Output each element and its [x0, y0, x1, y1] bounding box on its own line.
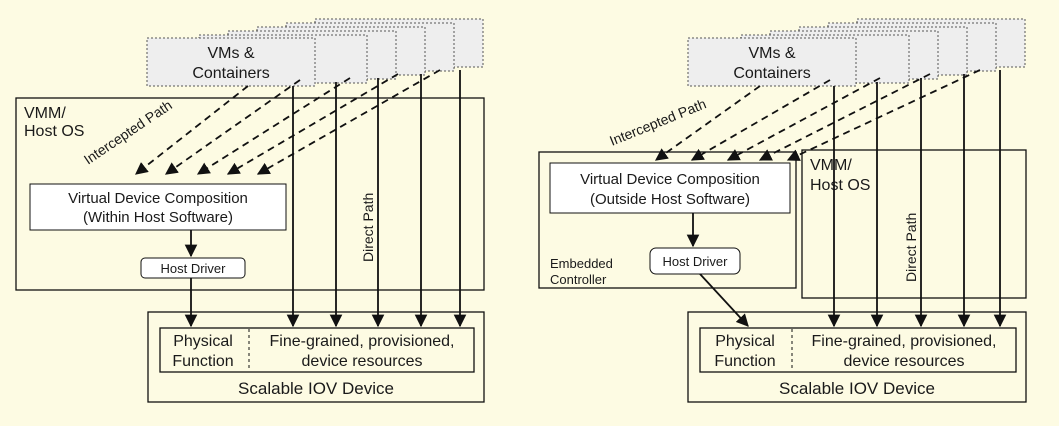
left-host-driver-box [140, 257, 246, 279]
right-vmm-label-1: VMM/ [810, 157, 852, 174]
right-intercepted-path-label: Intercepted Path [607, 95, 708, 148]
left-pf-label-1: Physical [173, 333, 233, 350]
left-direct-path-label: Direct Path [360, 193, 376, 262]
left-vdc-box [29, 183, 287, 231]
right-vdc-label-2: (Outside Host Software) [590, 191, 750, 208]
right-vdc-box [549, 162, 791, 214]
right-vm-front-box [687, 37, 857, 87]
right-vmm-label-2: Host OS [810, 177, 870, 194]
right-direct-path-label: Direct Path [903, 213, 919, 282]
right-res-label-1: Fine-grained, provisioned, [812, 333, 997, 350]
left-host-driver-label: Host Driver [160, 261, 226, 276]
right-host-driver-label: Host Driver [662, 254, 728, 269]
left-pf-label-2: Function [172, 353, 233, 370]
left-vmm-label-2: Host OS [24, 123, 84, 140]
left-intercepted-arrows [135, 69, 441, 175]
left-vm-front-box [146, 37, 316, 87]
right-res-label-2: device resources [844, 353, 965, 370]
right-vdc-label-1: Virtual Device Composition [580, 171, 760, 188]
right-ec-label-2: Controller [550, 272, 607, 287]
right-diagram: Embedded Controller VMM/ Host OS VMs & C… [538, 18, 1027, 403]
right-host-driver-box [649, 247, 741, 275]
left-vm-stack [146, 18, 484, 87]
left-direct-arrows [286, 70, 467, 328]
left-device-label: Scalable IOV Device [238, 379, 394, 398]
left-resources-box [159, 327, 475, 373]
right-resources-box [699, 327, 1017, 373]
right-device-label: Scalable IOV Device [779, 379, 935, 398]
right-pf-label-2: Function [714, 353, 775, 370]
right-vmm-box [801, 149, 1027, 299]
right-direct-arrows [827, 70, 1007, 328]
left-device-box [147, 311, 485, 403]
left-vms-label-1: VMs & [207, 45, 254, 62]
left-vms-label-2: Containers [192, 65, 269, 82]
left-vmm-box [15, 97, 485, 291]
right-vms-label-2: Containers [733, 65, 810, 82]
left-res-label-1: Fine-grained, provisioned, [270, 333, 455, 350]
right-intercepted-arrows [654, 69, 981, 161]
right-device-box [687, 311, 1027, 403]
left-vmm-label-1: VMM/ [24, 105, 66, 122]
left-res-label-2: device resources [302, 353, 423, 370]
left-vdc-label-2: (Within Host Software) [83, 209, 233, 226]
right-vms-label-1: VMs & [748, 45, 795, 62]
right-vm-stack [687, 18, 1026, 87]
right-pf-label-1: Physical [715, 333, 775, 350]
left-vdc-label-1: Virtual Device Composition [68, 190, 248, 207]
left-diagram: VMM/ Host OS VMs & Containers Intercepte… [15, 18, 485, 403]
left-intercepted-path-label: Intercepted Path [81, 97, 175, 168]
right-ec-label-1: Embedded [550, 256, 613, 271]
